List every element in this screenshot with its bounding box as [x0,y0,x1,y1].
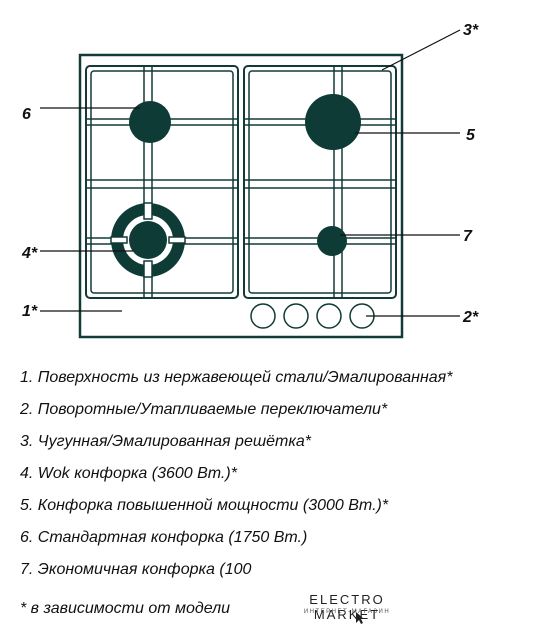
control-knobs [250,303,375,329]
legend-item-6: 6. Стандартная конфорка (1750 Вт.) [20,529,308,546]
legend-item-2: 2. Поворотные/Утапливаемые переключатели… [20,401,388,418]
callout-4: 4* [21,245,38,262]
grate-right [243,65,397,299]
high-power-burner [305,94,361,150]
knob-2 [283,303,309,329]
legend-item-5: 5. Конфорка повышенной мощности (3000 Вт… [20,497,389,514]
callout-7: 7 [463,228,473,245]
legend-item-3: 3. Чугунная/Эмалированная решётка* [20,433,312,450]
logo-subtitle: ИНТЕРНЕТ-МАГАЗИН [303,609,391,615]
electro-market-logo: ELECTRO MARKET ИНТЕРНЕТ-МАГАЗИН [277,578,417,628]
legend-item-7: 7. Экономичная конфорка (100 [20,561,252,578]
wok-burner [110,202,186,278]
knob-1 [250,303,276,329]
economy-burner [317,226,347,256]
cooktop-surface [78,53,404,339]
standard-burner [129,101,171,143]
callout-5: 5 [466,127,476,144]
legend-list: 1. Поверхность из нержавеющей стали/Эмал… [20,368,452,592]
knob-3 [316,303,342,329]
callout-3: 3* [463,22,479,39]
leader-3 [381,29,461,71]
logo-title: ELECTRO MARKET [309,592,385,622]
legend-item-1: 1. Поверхность из нержавеющей стали/Эмал… [20,369,453,386]
grate-left [85,65,239,299]
leader-lines [40,29,461,317]
cursor-icon [356,612,364,624]
callout-1: 1* [22,303,38,320]
model-footnote: * в зависимости от модели [20,600,230,617]
legend-item-4: 4. Wok конфорка (3600 Вт.)* [20,465,237,482]
callout-6: 6 [22,106,31,123]
callout-2: 2* [462,309,479,326]
